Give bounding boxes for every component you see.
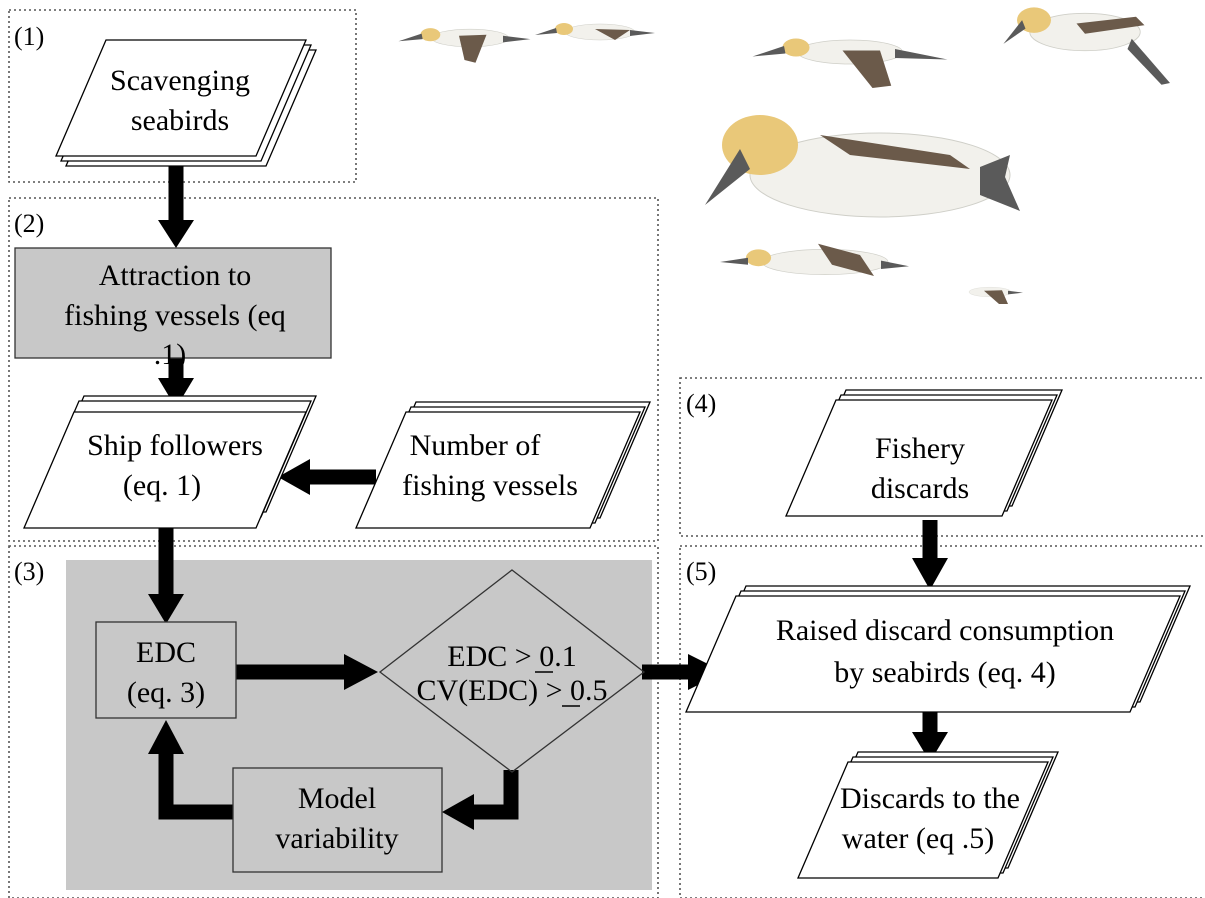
- node-model-variability: Model variability: [232, 767, 443, 873]
- node-text: Fishery: [875, 432, 965, 465]
- node-text: Raised discard consumption: [776, 614, 1114, 647]
- arrows: [148, 160, 948, 830]
- node-text: fishing vessels: [402, 469, 578, 502]
- node-condition-diamond: EDC > 0.1 CV(EDC) > 0.5: [378, 569, 646, 773]
- gannet-figure: [535, 23, 655, 41]
- node-raised-consumption: Raised discard consumption by seabirds (…: [685, 585, 1191, 713]
- section-1-frame: [8, 9, 357, 183]
- gannet-figure: [752, 38, 948, 88]
- node-text: (eq. 1): [123, 469, 201, 502]
- node-text: (eq. 3): [127, 676, 205, 709]
- gannet-figure: [398, 28, 531, 63]
- node-text: water (eq .5): [842, 822, 994, 855]
- node-text: by seabirds (eq. 4): [834, 656, 1056, 689]
- gannet-figure: [968, 287, 1023, 304]
- section-3-label: (3): [14, 557, 44, 586]
- node-text: EDC: [136, 636, 196, 669]
- node-text: .1): [154, 338, 187, 371]
- node-text: EDC > 0.1: [447, 640, 576, 673]
- node-attraction: Attraction to fishing vessels (eq .1): [14, 247, 332, 371]
- node-text: CV(EDC) > 0.5: [416, 674, 607, 707]
- section-5-frame: [679, 545, 1205, 898]
- node-text: Number of: [410, 429, 541, 462]
- gannet-figure: [720, 243, 909, 276]
- node-text: Scavenging: [110, 64, 250, 97]
- node-text: Discards to the: [840, 782, 1020, 815]
- gannet-illustration: [398, 7, 1170, 304]
- section-2-frame: [8, 197, 659, 542]
- section-4-label: (4): [686, 389, 716, 418]
- node-text: variability: [275, 822, 398, 855]
- node-text: seabirds: [131, 104, 229, 137]
- node-text: Model: [298, 782, 376, 815]
- section-5-label: (5): [686, 557, 716, 586]
- node-edc: EDC (eq. 3): [95, 621, 237, 719]
- node-text: Ship followers: [87, 429, 263, 462]
- gannet-figure: [705, 115, 1020, 218]
- node-number-of-vessels: Number of fishing vessels: [355, 401, 651, 529]
- node-text: fishing vessels (eq: [64, 299, 286, 332]
- node-text: Attraction to: [99, 259, 251, 292]
- section-3-frame: [8, 545, 659, 898]
- node-fishery-discards: Fishery discards: [785, 389, 1063, 517]
- node-ship-followers: Ship followers (eq. 1): [23, 395, 317, 529]
- node-scavenging-seabirds: Scavenging seabirds: [55, 39, 317, 167]
- section-2-label: (2): [14, 209, 44, 238]
- node-text: discards: [871, 472, 969, 505]
- section-1-label: (1): [14, 22, 44, 51]
- node-discards-to-water: Discards to the water (eq .5): [797, 751, 1059, 879]
- gannet-figure: [1003, 7, 1170, 85]
- section-4-frame: [679, 377, 1205, 537]
